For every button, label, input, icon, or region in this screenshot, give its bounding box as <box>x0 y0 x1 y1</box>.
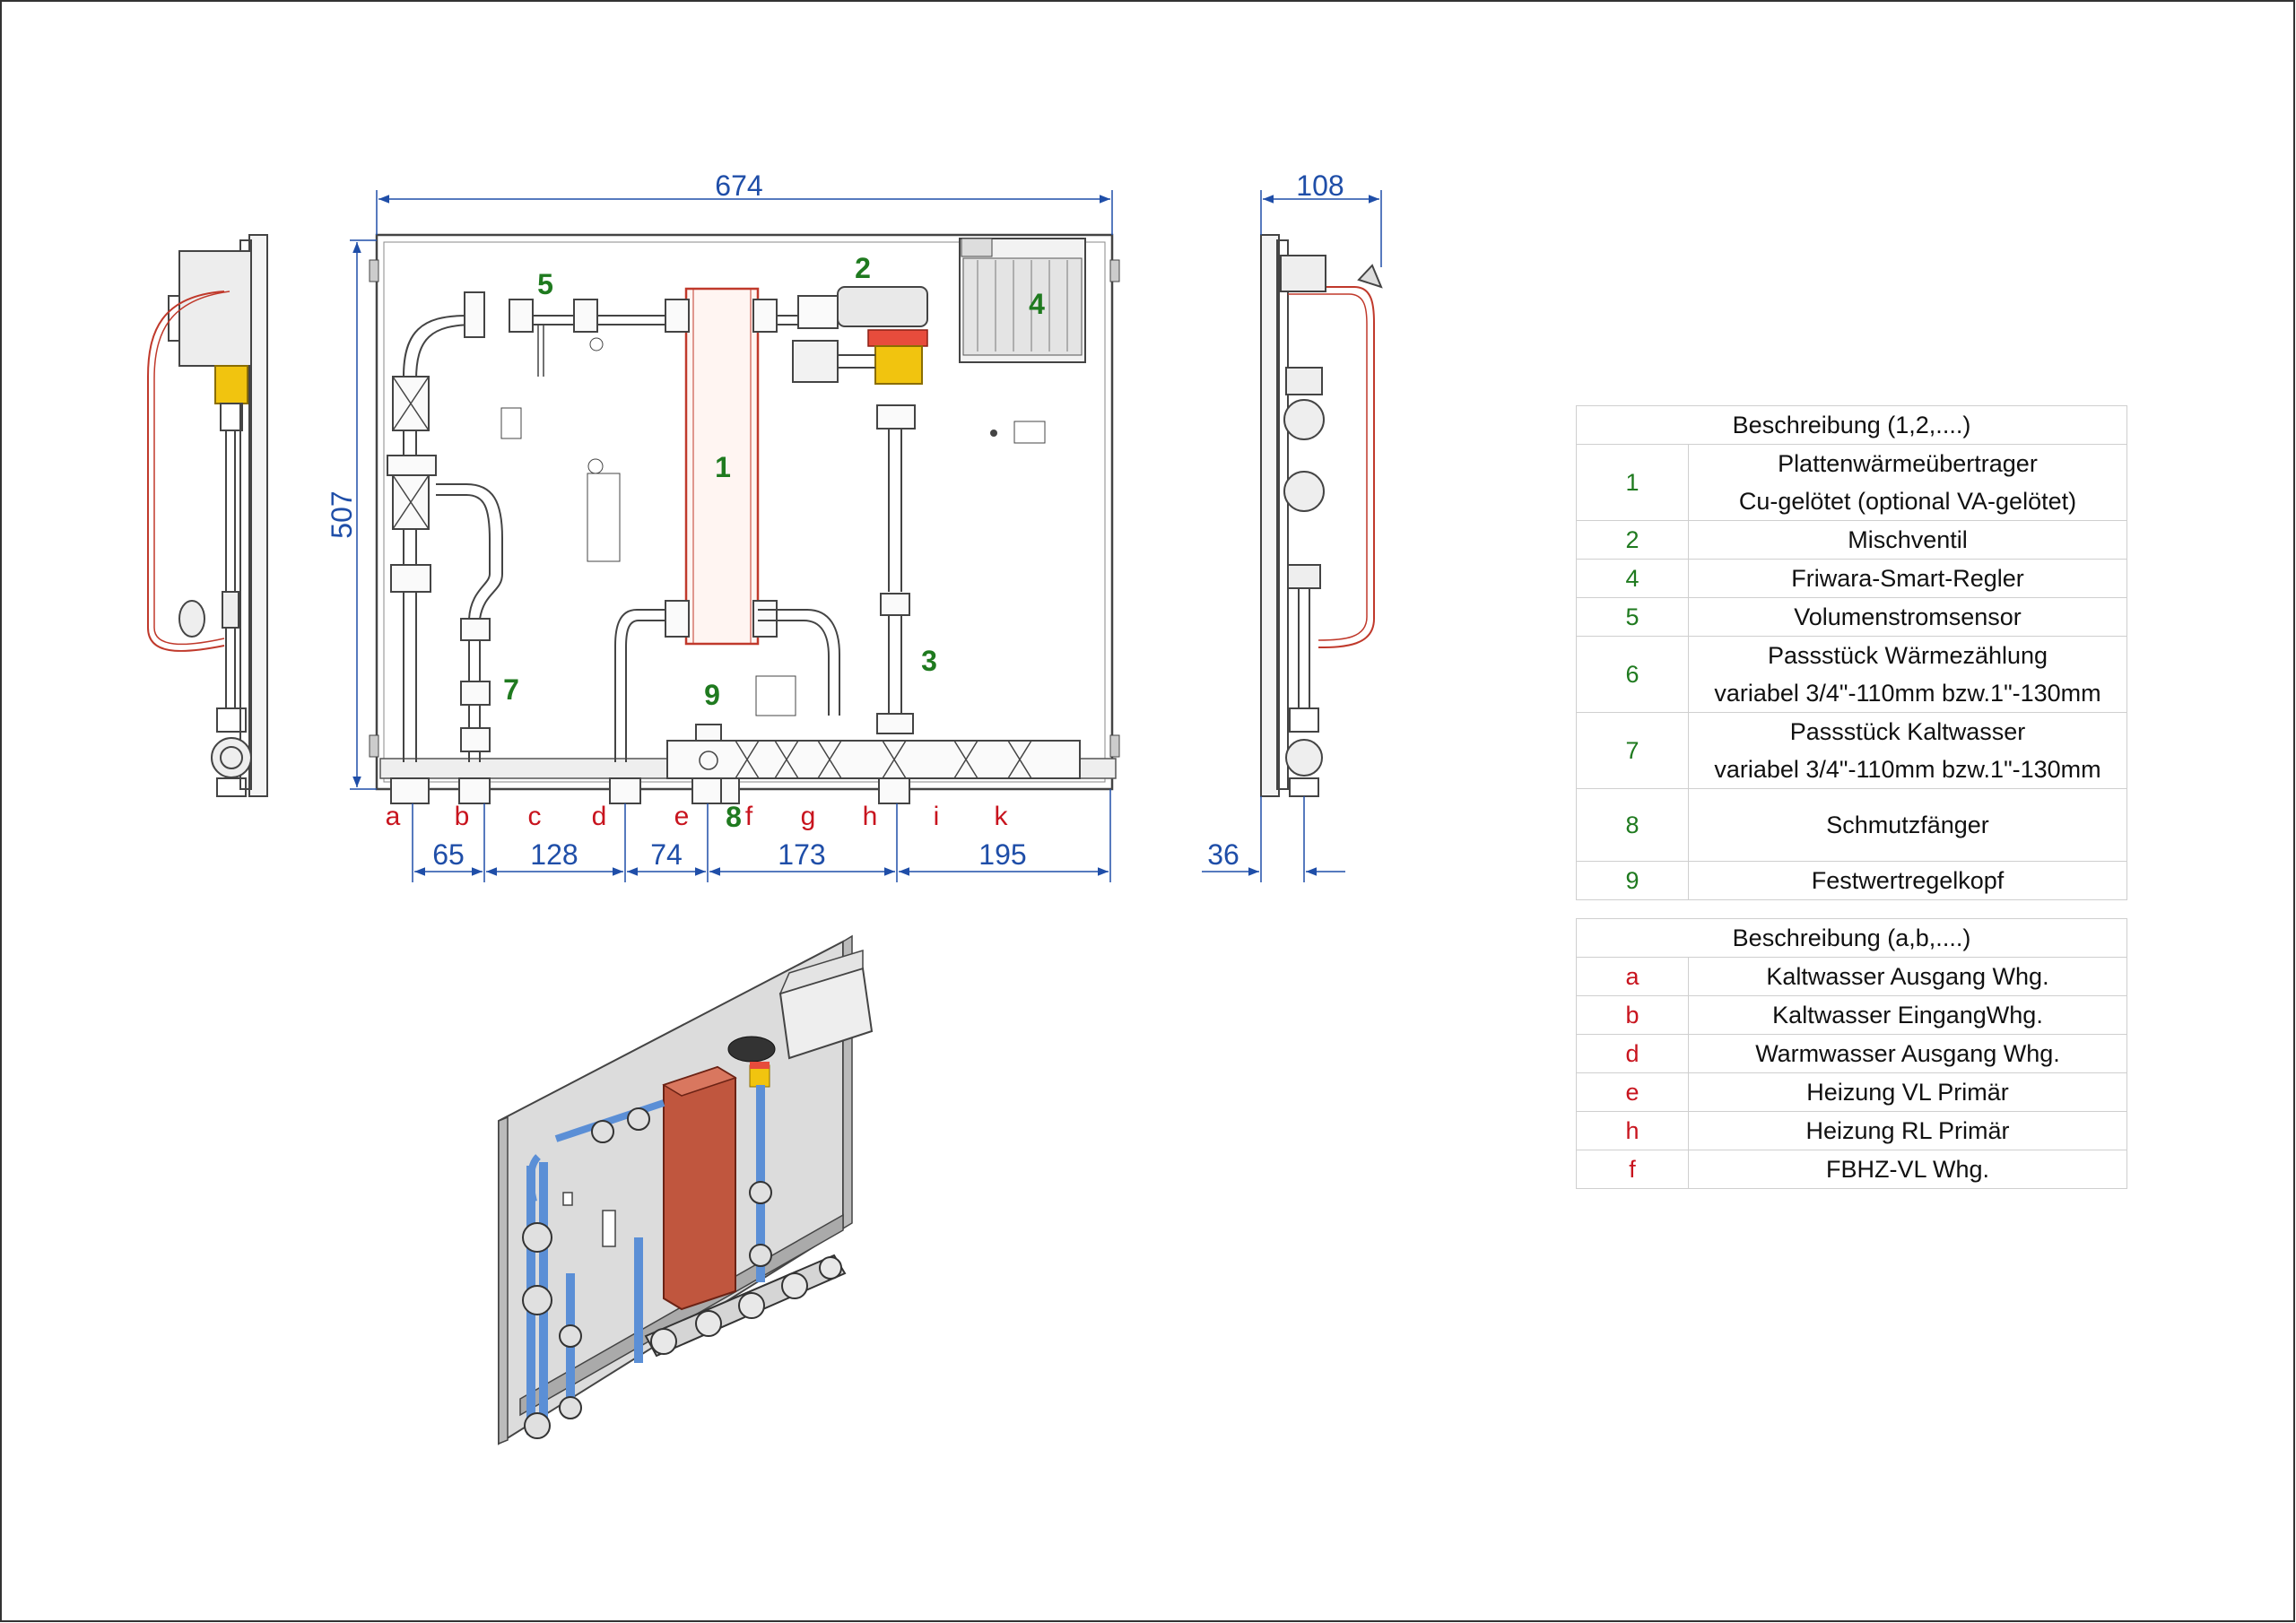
table-row: 7 Passstück Kaltwasser variabel 3/4"-110m… <box>1576 712 2127 789</box>
table-row: e Heizung VL Primär <box>1576 1072 2127 1112</box>
table-row: f FBHZ-VL Whg. <box>1576 1150 2127 1189</box>
dim-width: 674 <box>715 169 762 202</box>
connection-label-k: k <box>995 802 1009 831</box>
manifold <box>666 740 1081 779</box>
connection-key: e <box>1576 1072 1689 1112</box>
dim-spacing-3: 74 <box>650 838 683 871</box>
parts-desc-2: variabel 3/4"-110mm bzw.1"-130mm <box>1714 756 2101 783</box>
connection-label-i: i <box>934 802 940 831</box>
part-number-3: 3 <box>921 645 937 677</box>
connection-label-b: b <box>455 802 470 831</box>
connections-table: Beschreibung (a,b,....) a Kaltwasser Aus… <box>1576 918 2127 1189</box>
connection-label-c: c <box>528 802 542 831</box>
parts-desc: Passstück Kaltwasser <box>1789 718 2026 745</box>
parts-desc: Passstück Wärmezählung <box>1767 642 2048 669</box>
table-row: 4 Friwara-Smart-Regler <box>1576 559 2127 598</box>
left-side-view <box>147 234 268 797</box>
connection-desc: Kaltwasser Ausgang Whg. <box>1688 957 2127 996</box>
connection-label-d: d <box>592 802 607 831</box>
part-number-5: 5 <box>537 268 553 300</box>
connection-label-h: h <box>863 802 878 831</box>
parts-key: 6 <box>1576 636 1689 713</box>
parts-table-header: Beschreibung (1,2,....) <box>1576 405 2127 445</box>
table-row: 6 Passstück Wärmezählung variabel 3/4"-11… <box>1576 636 2127 713</box>
connection-key: f <box>1576 1150 1689 1189</box>
parts-key: 9 <box>1576 861 1689 900</box>
dim-spacing-5: 195 <box>978 838 1026 871</box>
connection-label-a: a <box>386 802 401 831</box>
parts-desc: Festwertregelkopf <box>1688 861 2127 900</box>
table-row: b Kaltwasser EingangWhg. <box>1576 995 2127 1035</box>
part-number-7: 7 <box>503 673 519 706</box>
parts-key: 8 <box>1576 788 1689 862</box>
parts-table: Beschreibung (1,2,....) 1 Plattenwärmeüb… <box>1576 405 2127 900</box>
parts-key: 7 <box>1576 712 1689 789</box>
parts-desc: Friwara-Smart-Regler <box>1688 559 2127 598</box>
parts-desc: Plattenwärmeübertrager <box>1778 450 2038 477</box>
dim-spacing-4: 173 <box>778 838 825 871</box>
table-row: 9 Festwertregelkopf <box>1576 861 2127 900</box>
parts-desc: Mischventil <box>1688 520 2127 560</box>
table-row: a Kaltwasser Ausgang Whg. <box>1576 957 2127 996</box>
connection-label-g: g <box>801 802 816 831</box>
table-row: h Heizung RL Primär <box>1576 1111 2127 1150</box>
table-row: d Warmwasser Ausgang Whg. <box>1576 1034 2127 1073</box>
right-side-view <box>1260 234 1383 797</box>
table-row: 5 Volumenstromsensor <box>1576 597 2127 637</box>
connection-desc: Heizung RL Primär <box>1688 1111 2127 1150</box>
parts-desc: Schmutzfänger <box>1688 788 2127 862</box>
parts-key: 5 <box>1576 597 1689 637</box>
front-view <box>369 233 1120 804</box>
part-number-1: 1 <box>715 451 731 483</box>
parts-key: 4 <box>1576 559 1689 598</box>
table-row: 8 Schmutzfänger <box>1576 788 2127 862</box>
connection-desc: Kaltwasser EingangWhg. <box>1688 995 2127 1035</box>
connection-desc: Heizung VL Primär <box>1688 1072 2127 1112</box>
table-row: 2 Mischventil <box>1576 520 2127 560</box>
part-number-4: 4 <box>1029 288 1045 320</box>
part-number-2: 2 <box>855 252 871 284</box>
dim-offset: 36 <box>1207 838 1239 871</box>
connection-desc: Warmwasser Ausgang Whg. <box>1688 1034 2127 1073</box>
isometric-view <box>498 934 874 1445</box>
connection-label-e: e <box>674 802 690 831</box>
parts-desc-2: variabel 3/4"-110mm bzw.1"-130mm <box>1714 680 2101 707</box>
mixing-valve <box>837 286 928 327</box>
dimension-lines <box>350 190 1382 882</box>
dim-height: 507 <box>326 490 358 538</box>
connection-key: a <box>1576 957 1689 996</box>
parts-key: 1 <box>1576 444 1689 521</box>
dim-spacing-1: 65 <box>432 838 465 871</box>
dim-spacing-2: 128 <box>530 838 578 871</box>
connection-key: h <box>1576 1111 1689 1150</box>
connection-desc: FBHZ-VL Whg. <box>1688 1150 2127 1189</box>
parts-desc-2: Cu-gelötet (optional VA-gelötet) <box>1738 488 2077 515</box>
parts-desc: Volumenstromsensor <box>1688 597 2127 637</box>
connection-key: b <box>1576 995 1689 1035</box>
dim-depth: 108 <box>1296 169 1344 202</box>
connection-key: d <box>1576 1034 1689 1073</box>
plate-heat-exchanger <box>684 287 760 646</box>
parts-key: 2 <box>1576 520 1689 560</box>
part-number-8: 8 <box>726 801 742 833</box>
connection-label-f: f <box>745 802 753 831</box>
part-number-9: 9 <box>704 679 720 711</box>
connections-table-header: Beschreibung (a,b,....) <box>1576 918 2127 958</box>
